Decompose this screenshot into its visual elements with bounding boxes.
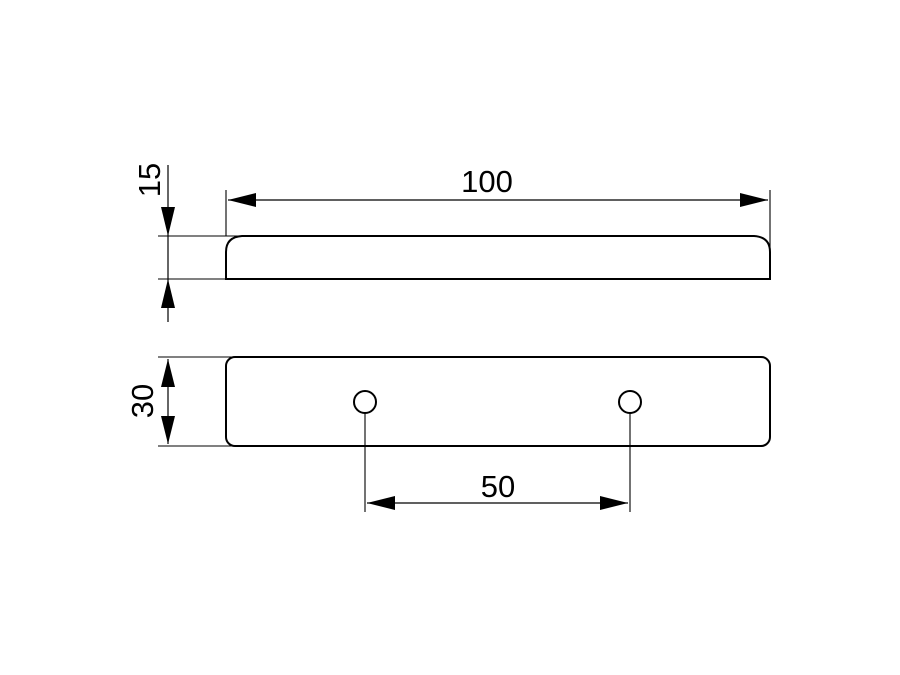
width-dimension-label: 30	[125, 384, 160, 418]
spacing-dimension-label: 50	[481, 469, 515, 504]
side-view: 100 15	[132, 163, 771, 322]
thickness-dimension-label: 15	[132, 163, 167, 197]
length-dimension-label: 100	[461, 164, 513, 199]
spacing-arrow-left	[367, 496, 395, 510]
length-arrow-left	[228, 193, 256, 207]
thickness-arrow-top	[161, 207, 175, 236]
mounting-hole-right	[618, 390, 642, 414]
width-arrow-top	[161, 359, 175, 387]
width-arrow-bottom	[161, 416, 175, 444]
plan-view-part-outline	[225, 356, 771, 447]
spacing-arrow-right	[600, 496, 628, 510]
side-view-part-outline	[225, 235, 771, 280]
length-arrow-right	[740, 193, 768, 207]
plan-view: 30 50	[125, 356, 771, 512]
mounting-hole-left	[353, 390, 377, 414]
thickness-arrow-bottom	[161, 279, 175, 308]
